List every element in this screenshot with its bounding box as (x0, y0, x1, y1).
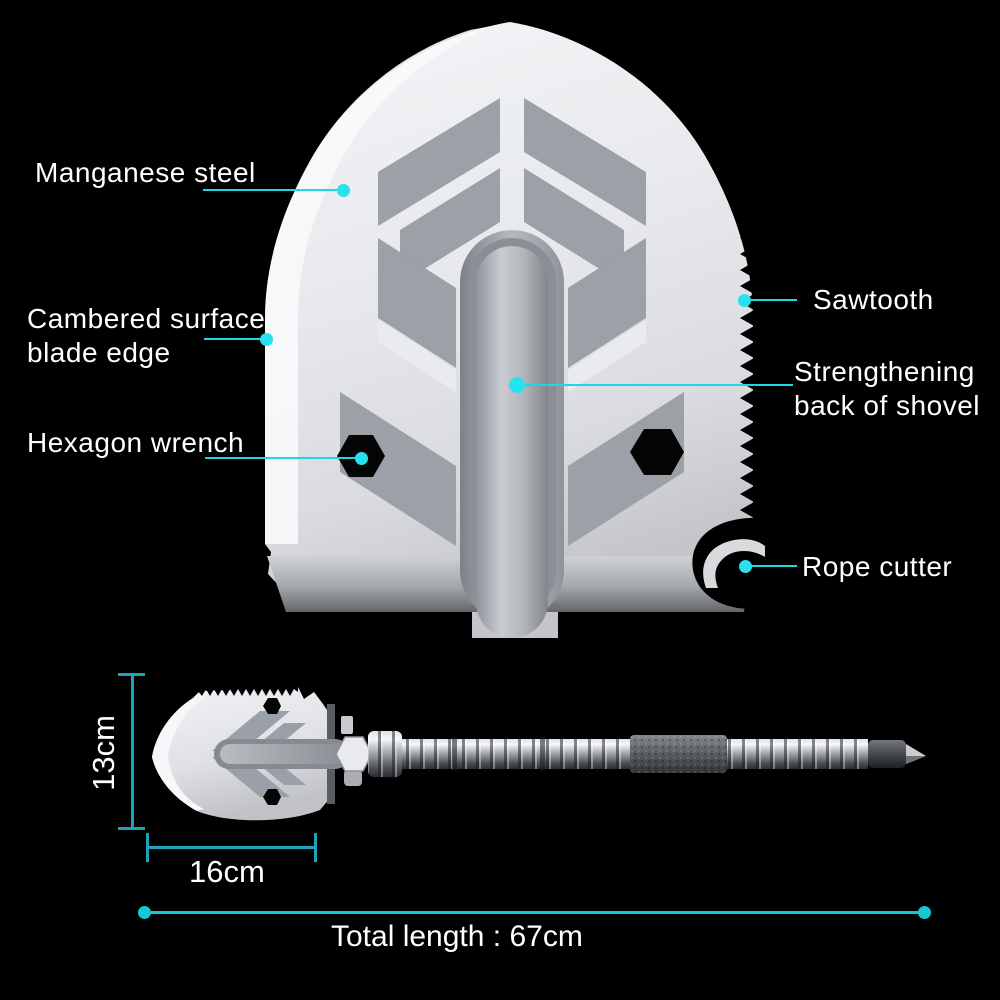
leader-dot-cambered (260, 333, 273, 346)
leader-dot-strengthening (509, 377, 525, 393)
hex-nut (335, 736, 373, 772)
dimension-dot-total-right (918, 906, 931, 919)
handle-end-cap (868, 740, 906, 768)
handle-joint-ring (452, 737, 457, 771)
label-cambered-line2: blade edge (27, 337, 171, 368)
strengthening-spine (476, 246, 548, 638)
handle-tube-ribs-front (402, 739, 630, 769)
dimension-label-total-length: Total length : 67cm (331, 920, 583, 953)
leader-dot-manganese (337, 184, 350, 197)
folded-shovel-image (152, 684, 926, 821)
handle-grip-knurl (630, 735, 727, 773)
leader-line-manganese (203, 189, 343, 191)
leader-line-sawtooth (744, 299, 797, 301)
leader-line-rope (745, 565, 797, 567)
label-sawtooth: Sawtooth (813, 284, 934, 315)
label-strengthening-line1: Strengthening (794, 356, 975, 387)
handle-joint-ring2 (540, 737, 545, 771)
dimension-label-height: 13cm (86, 715, 121, 791)
folded-slot-inner (220, 744, 350, 764)
leader-dot-sawtooth (738, 294, 751, 307)
label-cambered-surface: Cambered surface blade edge (27, 302, 265, 370)
rope-cutter-blade (703, 539, 765, 588)
handle-tube-ribs-rear (727, 739, 868, 769)
dimension-cap-width-left (146, 833, 149, 862)
leader-line-strengthening (517, 384, 793, 386)
folded-hex-hole-bottom (263, 789, 281, 805)
leader-dot-rope (739, 560, 752, 573)
leader-line-hexagon (205, 457, 361, 459)
folded-head-sawtooth (197, 684, 298, 696)
dimension-cap-width-right (314, 833, 317, 862)
hinge-tab (341, 716, 353, 734)
glass-breaker-tip-shade (906, 756, 926, 764)
dimension-line-height (131, 674, 134, 829)
leader-dot-hexagon (355, 452, 368, 465)
label-strengthening-line2: back of shovel (794, 390, 980, 421)
shovel-head-image (265, 22, 765, 638)
cambered-blade-edge-highlight (265, 26, 492, 544)
folded-head-edge-highlight (152, 691, 206, 811)
handle-collar-ribs (368, 731, 402, 777)
dimension-cap-height-bottom (118, 827, 145, 830)
sawtooth-edge (740, 230, 765, 550)
dimension-cap-height-top (118, 673, 145, 676)
chevron-pattern (340, 98, 684, 546)
label-manganese-steel: Manganese steel (35, 157, 256, 188)
label-cambered-line1: Cambered surface (27, 303, 266, 334)
label-hexagon-wrench: Hexagon wrench (27, 427, 245, 458)
dimension-line-total-length (145, 911, 925, 914)
leader-line-cambered (204, 338, 266, 340)
label-strengthening-back: Strengthening back of shovel (794, 355, 980, 423)
label-rope-cutter: Rope cutter (802, 551, 953, 582)
hinge-clamp (344, 770, 362, 786)
dimension-label-width: 16cm (189, 854, 265, 889)
dimension-line-width (147, 846, 317, 849)
hexagon-wrench-hole-right (630, 429, 684, 475)
folded-hex-hole-top (263, 698, 281, 714)
dimension-dot-total-left (138, 906, 151, 919)
